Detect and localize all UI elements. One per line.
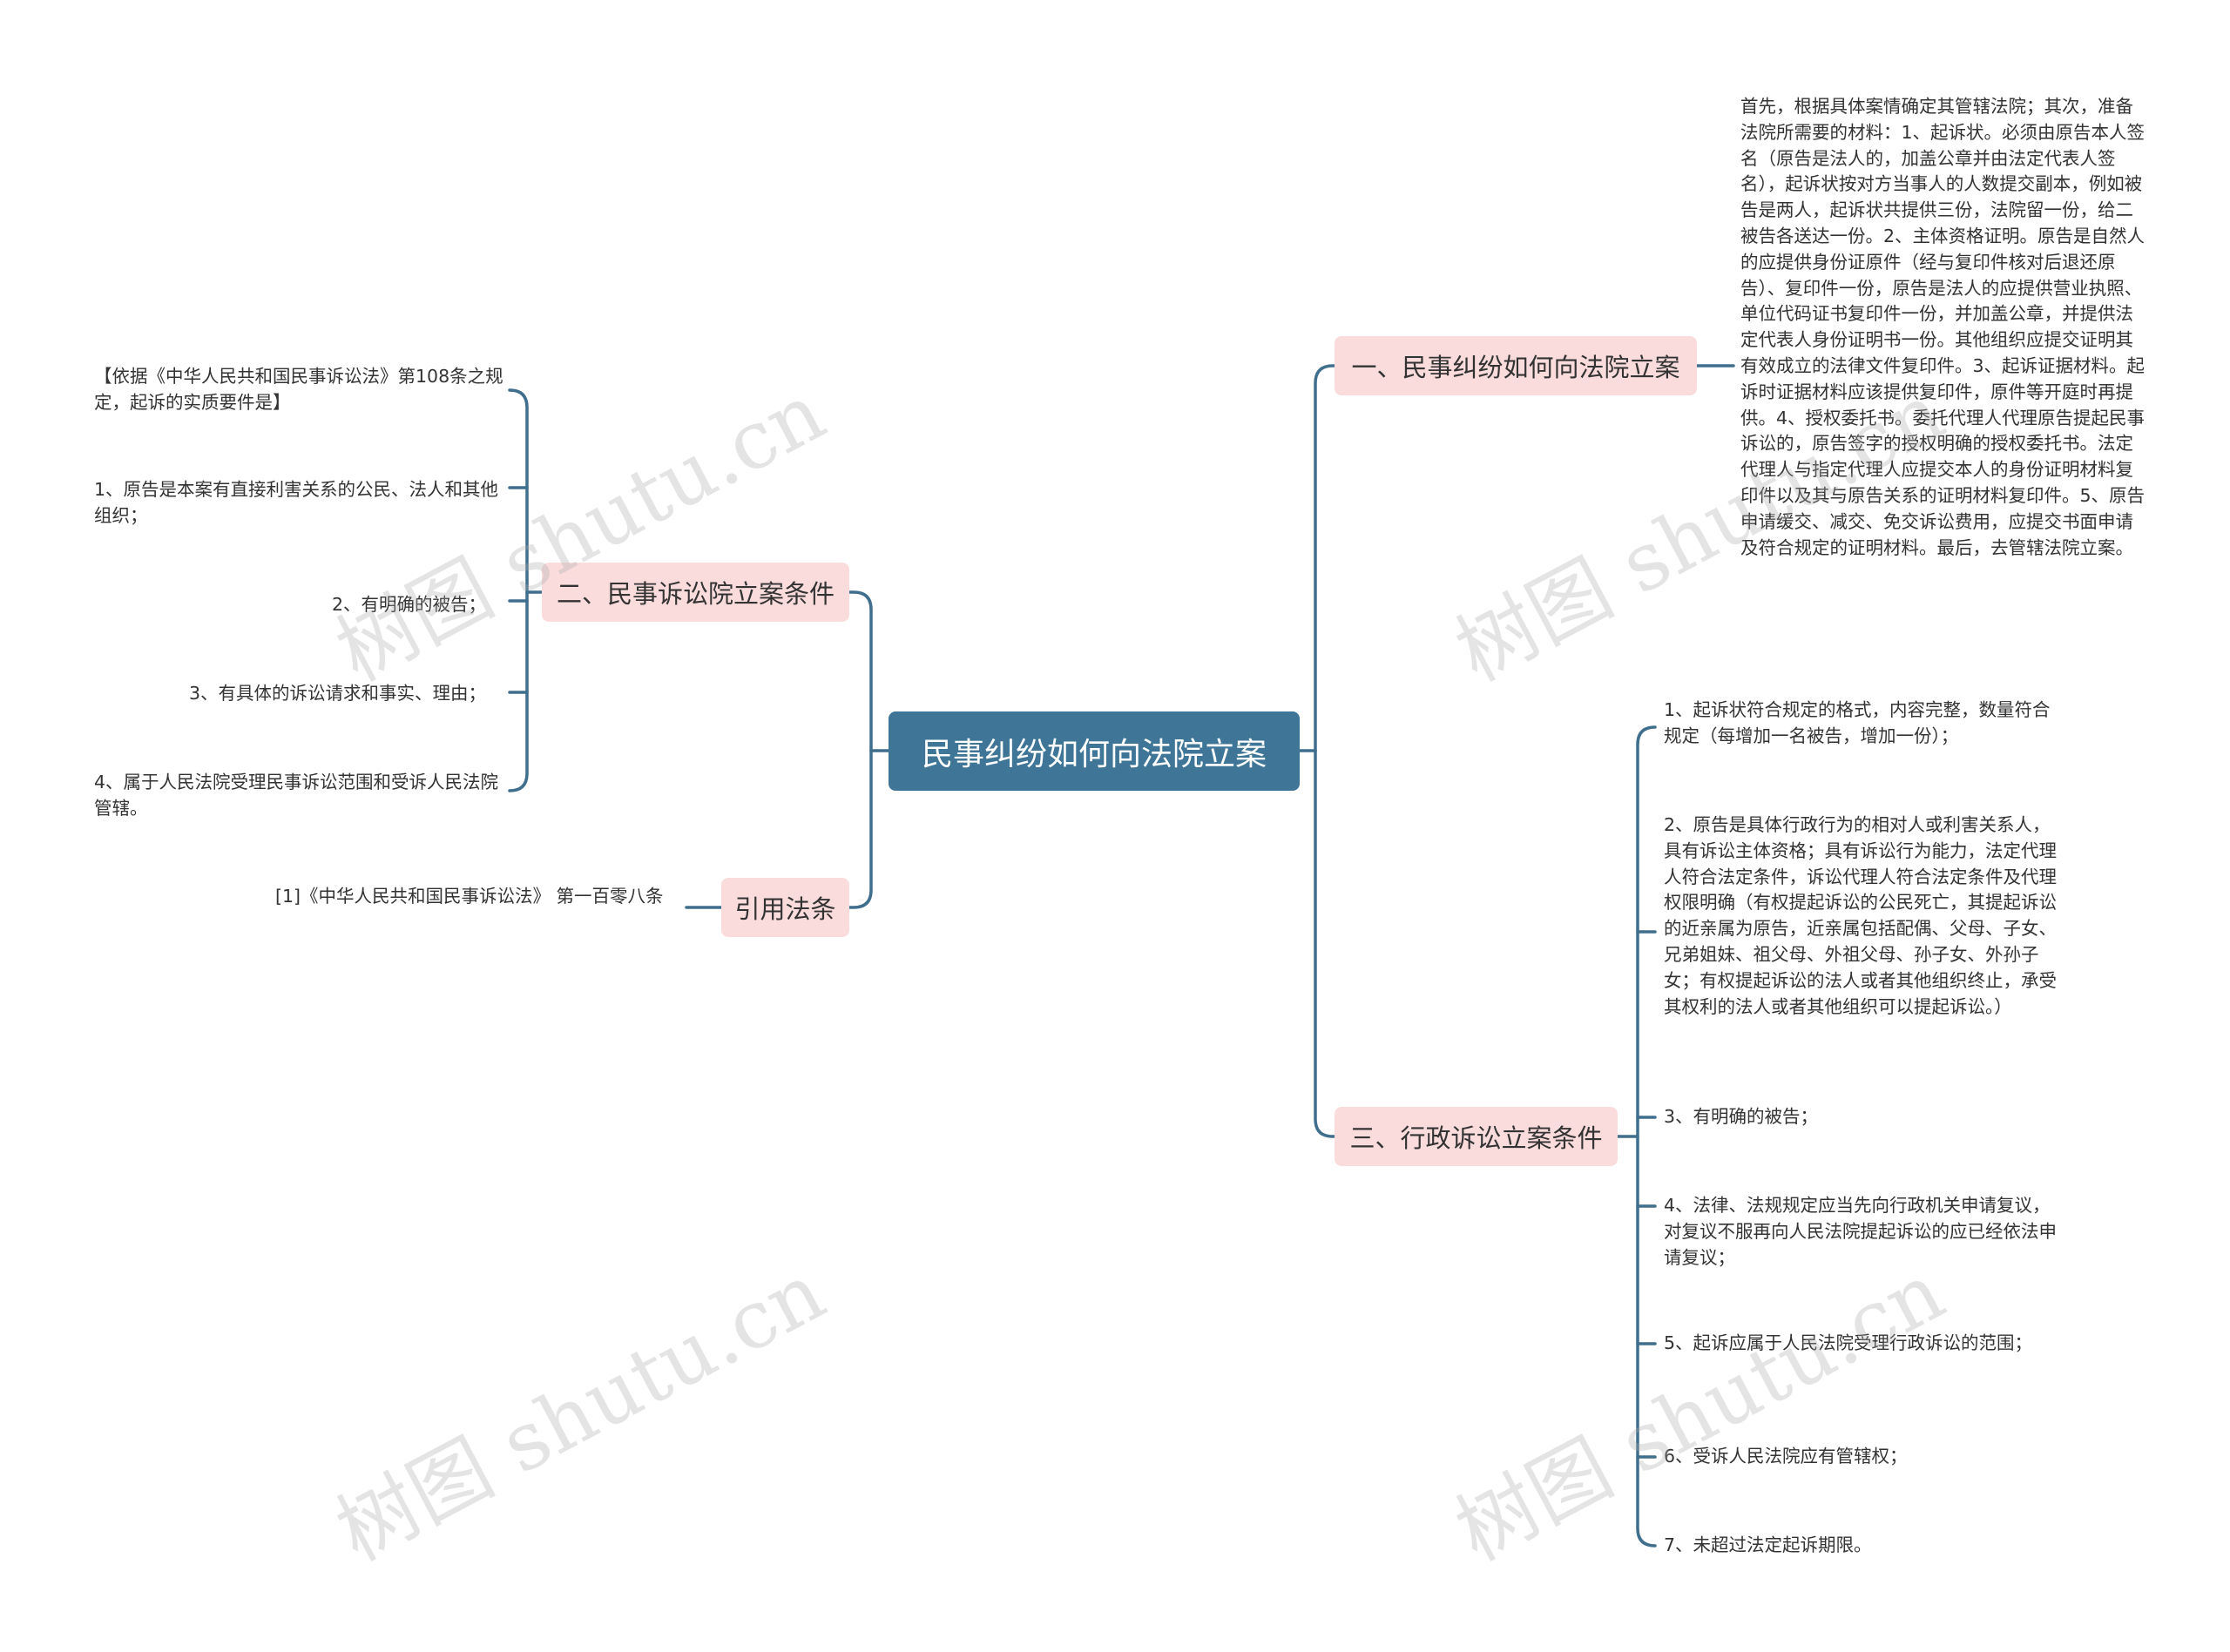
leaf-admin-condition-6: 6、受诉人民法院应有管辖权；: [1664, 1446, 1908, 1467]
leaf-civil-condition-1: 1、原告是本案有直接利害关系的公民、法人和其他组织；: [94, 479, 499, 526]
connector-to-branch-3: [848, 749, 873, 909]
leaf-civil-basis: 【依据《中华人民共和国民事诉讼法》第108条之规定，起诉的实质要件是】: [94, 366, 503, 413]
root-node[interactable]: 民事纠纷如何向法院立案: [889, 711, 1300, 791]
leaf-admin-condition-7: 7、未超过法定起诉期限。: [1664, 1534, 1872, 1555]
connector-to-branch-4: [1314, 749, 1336, 1138]
connector-b4-bracket: [1636, 725, 1657, 1547]
leaf-admin-condition-4: 4、法律、法规规定应当先向行政机关申请复议，对复议不服再向人民法院提起诉讼的应已…: [1664, 1195, 2057, 1268]
leaf-filing-procedure: 首先，根据具体案情确定其管辖法院；其次，准备法院所需要的材料：1、起诉状。必须由…: [1740, 96, 2146, 558]
connector-to-branch-1: [1314, 364, 1336, 752]
connector-b2-bracket: [508, 388, 529, 792]
leaf-civil-condition-2: 2、有明确的被告；: [331, 594, 486, 615]
branch-node-civil-conditions[interactable]: 二、民事诉讼院立案条件: [542, 563, 849, 622]
leaf-admin-condition-3: 3、有明确的被告；: [1664, 1106, 1819, 1127]
connector-to-branch-2: [848, 590, 873, 752]
branch-node-admin-conditions[interactable]: 三、行政诉讼立案条件: [1335, 1107, 1618, 1166]
branch-node-filing[interactable]: 一、民事纠纷如何向法院立案: [1335, 336, 1697, 395]
branch-label: 二、民事诉讼院立案条件: [556, 579, 835, 609]
leaf-admin-condition-5: 5、起诉应属于人民法院受理行政诉讼的范围；: [1664, 1332, 2033, 1353]
leaf-civil-condition-3: 3、有具体的诉讼请求和事实、理由；: [188, 683, 486, 704]
leaf-cited-article: [1]《中华人民共和国民事诉讼法》 第一百零八条: [275, 886, 664, 907]
leaf-admin-condition-2: 2、原告是具体行政行为的相对人或利害关系人，具有诉讼主体资格；具有诉讼行为能力，…: [1664, 814, 2057, 1017]
leaf-admin-condition-1: 1、起诉状符合规定的格式，内容完整，数量符合规定（每增加一名被告，增加一份）；: [1664, 699, 2051, 746]
branch-label: 三、行政诉讼立案条件: [1349, 1123, 1603, 1153]
branch-label: 一、民事纠纷如何向法院立案: [1351, 353, 1680, 382]
branch-node-cited-law[interactable]: 引用法条: [721, 878, 849, 937]
root-label: 民事纠纷如何向法院立案: [921, 736, 1267, 772]
branch-label: 引用法条: [734, 894, 836, 924]
leaf-civil-condition-4: 4、属于人民法院受理民事诉讼范围和受诉人民法院管辖。: [94, 772, 499, 819]
